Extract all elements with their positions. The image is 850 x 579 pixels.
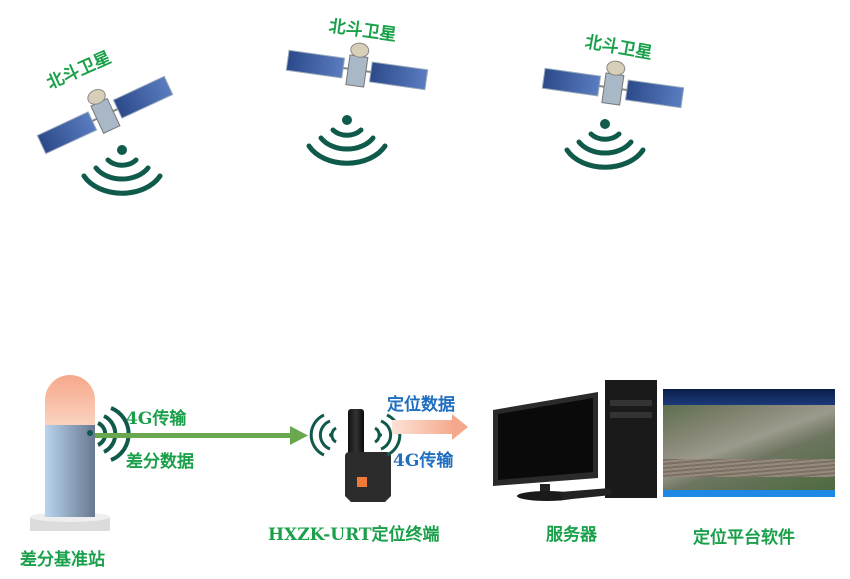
platform-map bbox=[663, 405, 835, 491]
platform-software-screenshot bbox=[663, 389, 835, 497]
satellite-icon bbox=[36, 75, 174, 155]
link-label-position-data: 定位数据 bbox=[387, 395, 455, 415]
green-arrow bbox=[95, 426, 308, 445]
satellite-icon bbox=[541, 60, 685, 109]
terminal-label: HXZK-URT定位终端 bbox=[268, 525, 440, 545]
base-station-icon bbox=[30, 375, 131, 531]
link-label-4g: 4G传输 bbox=[393, 451, 454, 471]
signal-wave-icon bbox=[564, 119, 646, 170]
platform-label: 定位平台软件 bbox=[693, 528, 795, 548]
link-label-diff-data: 差分数据 bbox=[126, 452, 194, 472]
server-label: 服务器 bbox=[546, 525, 597, 545]
signal-wave-icon bbox=[306, 115, 388, 166]
signal-wave-icon bbox=[81, 145, 163, 196]
satellite-icon bbox=[285, 42, 429, 91]
platform-header bbox=[663, 389, 835, 405]
link-label-4g: 4G传输 bbox=[126, 409, 187, 429]
terminal-device-icon bbox=[309, 409, 402, 502]
base-station-label: 差分基准站 bbox=[20, 550, 105, 570]
platform-toolbar bbox=[663, 490, 835, 497]
server-computer-icon bbox=[493, 380, 657, 501]
orange-arrow bbox=[392, 414, 468, 440]
